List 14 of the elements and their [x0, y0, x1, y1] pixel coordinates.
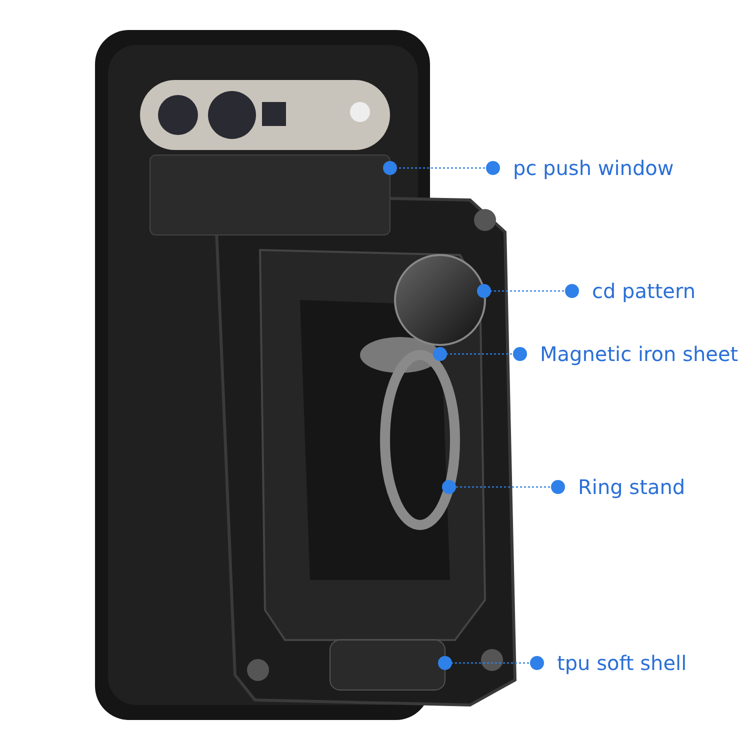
- leader-line: [442, 480, 565, 494]
- callout-label: tpu soft shell: [537, 648, 687, 678]
- leader-line: [438, 656, 544, 670]
- callout-label: Ring stand: [558, 472, 686, 502]
- push-window: [150, 154, 390, 236]
- leader-line: [433, 347, 527, 361]
- callout-label: cd pattern: [572, 276, 696, 306]
- leader-line: [477, 284, 579, 298]
- tpu-shell: [330, 640, 446, 690]
- callout-label: pc push window: [493, 153, 674, 183]
- leader-line: [383, 161, 500, 175]
- callout-label: Magnetic iron sheet: [520, 339, 738, 369]
- ring-stand: [380, 350, 460, 530]
- cd-pattern-knob: [394, 254, 486, 346]
